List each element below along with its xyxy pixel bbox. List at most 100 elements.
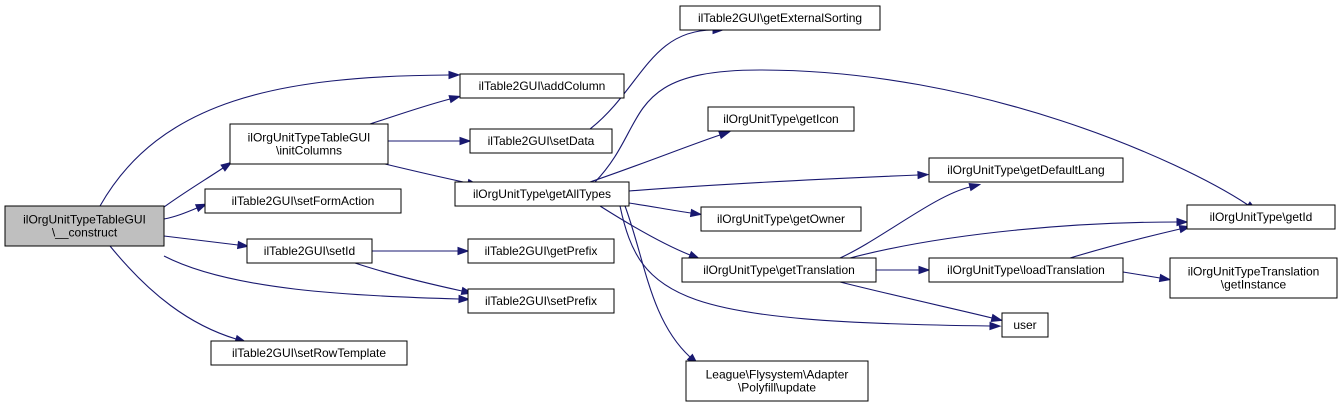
node-getExternalSorting[interactable]: ilTable2GUI\getExternalSorting — [679, 5, 881, 31]
node-getInstance[interactable]: ilOrgUnitTypeTranslation\getInstance — [1169, 257, 1338, 299]
node-label: user — [1013, 318, 1036, 332]
node-box — [204, 188, 402, 214]
node-getIcon[interactable]: ilOrgUnitType\getIcon — [707, 106, 855, 132]
node-setFormAction[interactable]: ilTable2GUI\setFormAction — [204, 188, 402, 214]
node-box — [1001, 312, 1049, 338]
arrowhead — [194, 203, 208, 213]
node-update[interactable]: League\Flysystem\Adapter\Polyfill\update — [685, 360, 869, 402]
node-getPrefix[interactable]: ilTable2GUI\getPrefix — [467, 238, 615, 264]
node-label: ilTable2GUI\getExternalSorting — [698, 11, 862, 25]
node-label: ilOrgUnitType\loadTranslation — [947, 263, 1105, 277]
arrowhead — [457, 246, 470, 256]
node-label: \getInstance — [1221, 278, 1287, 292]
arrowhead — [459, 136, 472, 146]
node-setRowTemplate[interactable]: ilTable2GUI\setRowTemplate — [210, 340, 408, 366]
node-box — [459, 73, 625, 99]
edge-getTranslation-to-getId — [849, 217, 1189, 259]
node-getId[interactable]: ilOrgUnitType\getId — [1186, 204, 1336, 230]
edge-initColumns-to-addColumn — [369, 95, 462, 125]
node-setId[interactable]: ilTable2GUI\setId — [246, 238, 373, 264]
node-label: ilOrgUnitTypeTranslation — [1188, 265, 1320, 279]
edge-loadTranslation-to-getInstance — [1122, 271, 1172, 283]
node-label: ilTable2GUI\setFormAction — [232, 194, 375, 208]
node-label: ilTable2GUI\setPrefix — [485, 294, 597, 308]
node-initColumns[interactable]: ilOrgUnitTypeTableGUI\initColumns — [229, 123, 389, 165]
edge-getAllTypes-to-getIcon — [589, 131, 731, 183]
node-label: ilOrgUnitTypeTableGUI — [23, 213, 146, 227]
edge-line — [1122, 271, 1161, 279]
edge-getAllTypes-to-getDefaultLang — [628, 170, 930, 192]
edge-line — [99, 74, 450, 207]
edge-line — [839, 186, 971, 259]
arrowhead — [917, 170, 930, 180]
edge-line — [163, 255, 460, 300]
arrowhead — [718, 131, 731, 140]
node-label: ilOrgUnitType\getAllTypes — [473, 187, 611, 201]
arrowhead — [990, 313, 1004, 322]
edge-construct-to-setPrefix — [163, 255, 471, 304]
edge-line — [159, 167, 224, 211]
edge-construct-to-setRowTemplate — [109, 245, 247, 343]
edge-line — [849, 221, 1178, 259]
edge-getTranslation-to-user — [839, 281, 1004, 322]
node-user[interactable]: user — [1001, 312, 1049, 338]
node-box — [467, 238, 615, 264]
node-label: ilTable2GUI\setRowTemplate — [232, 346, 386, 360]
node-box — [928, 257, 1124, 283]
node-addColumn[interactable]: ilTable2GUI\addColumn — [459, 73, 625, 99]
node-setPrefix[interactable]: ilTable2GUI\setPrefix — [467, 288, 615, 314]
node-label: ilOrgUnitType\getOwner — [717, 212, 845, 226]
edge-construct-to-addColumn — [99, 70, 461, 207]
edge-line — [839, 281, 993, 319]
node-box — [681, 257, 877, 283]
arrowhead — [689, 208, 703, 218]
node-getDefaultLang[interactable]: ilOrgUnitType\getDefaultLang — [928, 157, 1124, 183]
node-getTranslation[interactable]: ilOrgUnitType\getTranslation — [681, 257, 877, 283]
edge-line — [369, 98, 451, 125]
arrowhead — [1158, 273, 1172, 283]
node-getAllTypes[interactable]: ilOrgUnitType\getAllTypes — [454, 181, 630, 207]
arrowhead — [989, 321, 1002, 331]
node-construct[interactable]: ilOrgUnitTypeTableGUI\__construct — [4, 205, 165, 247]
edge-line — [619, 205, 991, 327]
edge-line — [163, 207, 198, 220]
nodes-layer: ilOrgUnitTypeTableGUI\__constructilOrgUn… — [4, 5, 1338, 402]
edge-setId-to-getPrefix — [372, 246, 470, 256]
edge-getAllTypes-to-user — [619, 205, 1002, 331]
arrowhead — [448, 95, 462, 104]
node-label: ilTable2GUI\setData — [488, 134, 595, 148]
edge-line — [624, 205, 691, 358]
edge-loadTranslation-to-getId — [1069, 225, 1192, 259]
edge-line — [1069, 228, 1181, 259]
edge-construct-to-setId — [163, 235, 250, 250]
edge-line — [599, 205, 691, 256]
edge-line — [628, 202, 692, 214]
arrowhead — [448, 70, 461, 80]
edge-line — [589, 134, 721, 183]
node-label: ilOrgUnitType\getDefaultLang — [947, 163, 1104, 177]
node-box — [210, 340, 408, 366]
node-setData[interactable]: ilTable2GUI\setData — [469, 128, 613, 154]
node-label: \__construct — [52, 226, 118, 240]
node-box — [229, 123, 389, 165]
node-label: ilTable2GUI\getPrefix — [485, 244, 598, 258]
node-box — [469, 128, 613, 154]
node-box — [685, 360, 869, 402]
node-label: ilTable2GUI\setId — [264, 244, 355, 258]
node-label: ilOrgUnitType\getTranslation — [703, 263, 855, 277]
node-box — [700, 206, 862, 232]
arrowhead — [236, 240, 250, 250]
edge-construct-to-setFormAction — [163, 203, 208, 220]
node-label: League\Flysystem\Adapter — [706, 368, 849, 382]
node-box — [454, 181, 630, 207]
node-loadTranslation[interactable]: ilOrgUnitType\loadTranslation — [928, 257, 1124, 283]
node-getOwner[interactable]: ilOrgUnitType\getOwner — [700, 206, 862, 232]
node-label: \initColumns — [276, 144, 342, 158]
arrowhead — [918, 265, 931, 275]
arrowhead — [458, 294, 471, 304]
edge-line — [589, 29, 714, 130]
node-box — [1186, 204, 1336, 230]
edges-layer — [99, 25, 1258, 365]
edge-construct-to-initColumns — [159, 161, 233, 211]
